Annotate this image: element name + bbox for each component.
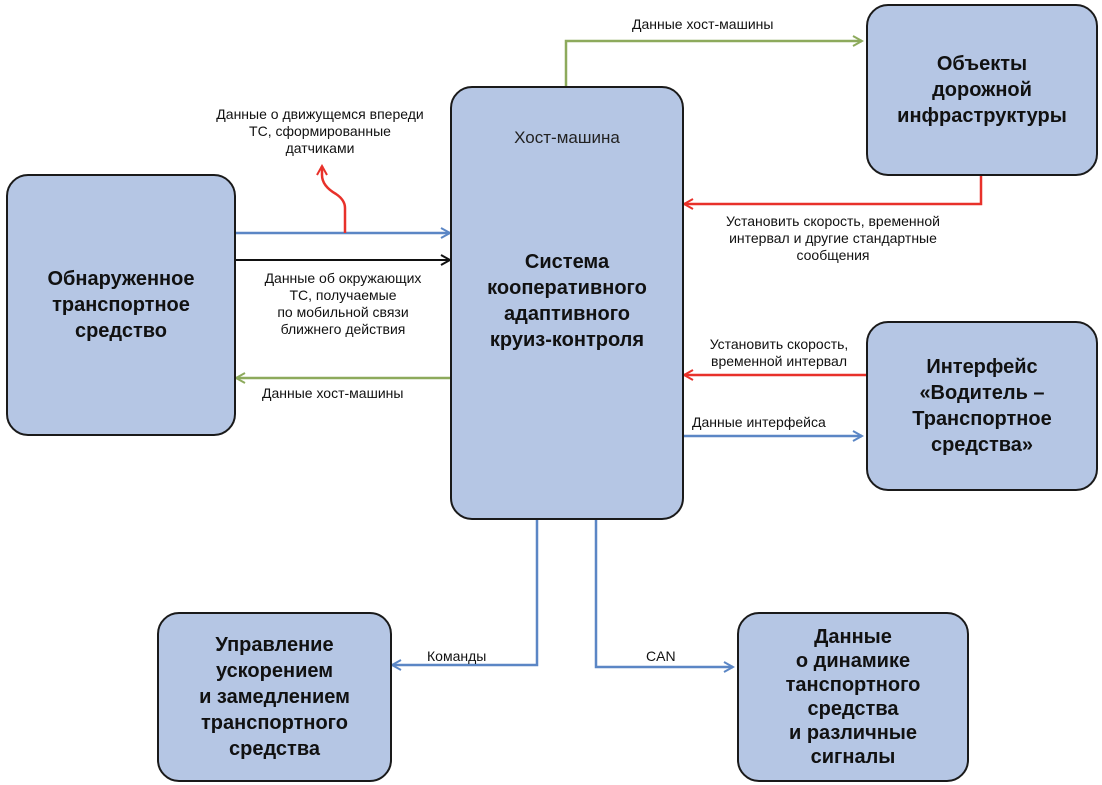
- v2v-data-label: Данные об окружающих ТС, получаемые по м…: [264, 270, 422, 337]
- can-label: CAN: [646, 648, 676, 664]
- driver-interface-title: Интерфейс «Водитель – Транспортное средс…: [912, 356, 1052, 456]
- arrow-can: [594, 520, 733, 667]
- detected-vehicle-title: Обнаруженное транспортное средство: [47, 268, 195, 342]
- road-infrastructure-title: Объекты дорожной инфраструктуры: [897, 53, 1067, 127]
- sensor-data-label: Данные о движущемся впереди ТС, сформиро…: [216, 106, 424, 156]
- driver-interface-box: Интерфейс «Водитель – Транспортное средс…: [866, 321, 1098, 491]
- accel-control-box: Управление ускорением и замедлением тран…: [157, 612, 392, 782]
- arrow-host-data-to-infra: [564, 41, 862, 86]
- road-infrastructure-box: Объекты дорожной инфраструктуры: [866, 4, 1098, 176]
- infra-messages-label: Установить скорость, временной интервал …: [726, 213, 940, 263]
- driver-set-label: Установить скорость, временной интервал: [709, 336, 849, 369]
- acc-system-box: Хост-машина Система кооперативного адапт…: [450, 86, 684, 520]
- dynamics-data-box: Данные о динамике танспортного средства …: [737, 612, 969, 782]
- commands-label: Команды: [427, 648, 487, 664]
- arrow-sensor-data-branch: [322, 166, 347, 233]
- arrow-infra-to-system: [684, 176, 983, 204]
- dynamics-data-title: Данные о динамике танспортного средства …: [785, 626, 921, 768]
- accel-control-title: Управление ускорением и замедлением тран…: [199, 634, 350, 760]
- arrow-commands: [392, 520, 539, 665]
- interface-data-label: Данные интерфейса: [692, 414, 826, 430]
- host-data-top-label: Данные хост-машины: [632, 16, 774, 32]
- detected-vehicle-box: Обнаруженное транспортное средство: [6, 174, 236, 436]
- acc-system-subtitle: Хост-машина: [514, 128, 620, 147]
- acc-system-title: Система кооперативного адаптивного круиз…: [487, 251, 647, 351]
- host-data-left-label: Данные хост-машины: [262, 385, 404, 401]
